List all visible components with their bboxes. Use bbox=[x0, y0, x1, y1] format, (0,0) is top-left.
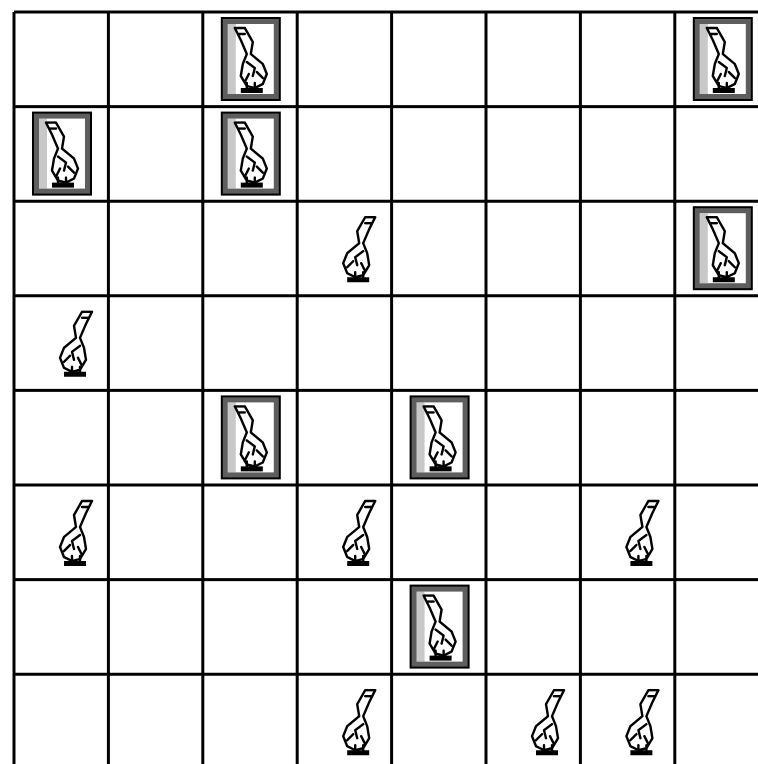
board-cell-r1-c7[interactable] bbox=[580, 12, 674, 107]
board-cell-r7-c7[interactable] bbox=[580, 580, 674, 675]
board-cell-r7-c6[interactable] bbox=[486, 580, 580, 675]
board-cell-r2-c3[interactable] bbox=[203, 107, 297, 202]
board-cell-r8-c3[interactable] bbox=[203, 674, 297, 764]
board-cell-r4-c6[interactable] bbox=[486, 296, 580, 391]
board-cell-r7-c8[interactable] bbox=[675, 580, 758, 675]
board-cell-r2-c2[interactable] bbox=[108, 107, 202, 202]
board-cell-r2-c4[interactable] bbox=[297, 107, 391, 202]
board-cell-r1-c1[interactable] bbox=[14, 12, 108, 107]
board-cell-r5-c2[interactable] bbox=[108, 390, 202, 485]
board-cell-r1-c6[interactable] bbox=[486, 12, 580, 107]
board-cell-r5-c6[interactable] bbox=[486, 390, 580, 485]
board-cell-r8-c6[interactable] bbox=[486, 674, 580, 764]
board-cell-r5-c8[interactable] bbox=[675, 390, 758, 485]
board-cell-r5-c4[interactable] bbox=[297, 390, 391, 485]
board-cell-r4-c4[interactable] bbox=[297, 296, 391, 391]
board-cell-r6-c8[interactable] bbox=[675, 485, 758, 580]
goose-tile-icon bbox=[411, 586, 469, 668]
board-cell-r3-c1[interactable] bbox=[14, 201, 108, 296]
board-cell-r8-c2[interactable] bbox=[108, 674, 202, 764]
board-cell-r7-c5[interactable] bbox=[392, 580, 486, 675]
goose-tile-icon bbox=[694, 207, 752, 289]
board-cell-r1-c5[interactable] bbox=[392, 12, 486, 107]
goose-tile-icon bbox=[411, 396, 469, 478]
board-cell-r4-c3[interactable] bbox=[203, 296, 297, 391]
board-cell-r8-c1[interactable] bbox=[14, 674, 108, 764]
board-cell-r5-c5[interactable] bbox=[392, 390, 486, 485]
board-cell-r6-c6[interactable] bbox=[486, 485, 580, 580]
board-cell-r7-c1[interactable] bbox=[14, 580, 108, 675]
board-cell-r2-c7[interactable] bbox=[580, 107, 674, 202]
board-cell-r4-c7[interactable] bbox=[580, 296, 674, 391]
board-cell-r3-c2[interactable] bbox=[108, 201, 202, 296]
board-cell-r8-c4[interactable] bbox=[297, 674, 391, 764]
board-cell-r3-c5[interactable] bbox=[392, 201, 486, 296]
board-cell-r3-c7[interactable] bbox=[580, 201, 674, 296]
board-cell-r8-c8[interactable] bbox=[675, 674, 758, 764]
board-cell-r6-c4[interactable] bbox=[297, 485, 391, 580]
board-cell-r3-c3[interactable] bbox=[203, 201, 297, 296]
board-cell-r2-c1[interactable] bbox=[14, 107, 108, 202]
board-cell-r2-c5[interactable] bbox=[392, 107, 486, 202]
board-cell-r6-c7[interactable] bbox=[580, 485, 674, 580]
board-cell-r2-c8[interactable] bbox=[675, 107, 758, 202]
board-cell-r1-c4[interactable] bbox=[297, 12, 391, 107]
board-cell-r7-c3[interactable] bbox=[203, 580, 297, 675]
board-cell-r5-c7[interactable] bbox=[580, 390, 674, 485]
board-cell-r6-c3[interactable] bbox=[203, 485, 297, 580]
board-cell-r1-c3[interactable] bbox=[203, 12, 297, 107]
goose-tile-icon bbox=[33, 113, 91, 195]
board-cell-r8-c7[interactable] bbox=[580, 674, 674, 764]
board-cell-r4-c5[interactable] bbox=[392, 296, 486, 391]
board-cell-r3-c6[interactable] bbox=[486, 201, 580, 296]
board-cell-r5-c3[interactable] bbox=[203, 390, 297, 485]
board-cell-r6-c5[interactable] bbox=[392, 485, 486, 580]
board-cell-r7-c4[interactable] bbox=[297, 580, 391, 675]
board-cell-r4-c1[interactable] bbox=[14, 296, 108, 391]
board-cell-r5-c1[interactable] bbox=[14, 390, 108, 485]
board-cell-r6-c1[interactable] bbox=[14, 485, 108, 580]
board-cell-r4-c8[interactable] bbox=[675, 296, 758, 391]
goose-tile-icon bbox=[222, 18, 280, 100]
goose-tile-icon bbox=[694, 18, 752, 100]
goose-tile-icon bbox=[222, 113, 280, 195]
board-cell-r3-c8[interactable] bbox=[675, 201, 758, 296]
board-cell-r7-c2[interactable] bbox=[108, 580, 202, 675]
goose-tile-icon bbox=[222, 396, 280, 478]
board-cell-r8-c5[interactable] bbox=[392, 674, 486, 764]
board-cell-r3-c4[interactable] bbox=[297, 201, 391, 296]
board-cell-r1-c2[interactable] bbox=[108, 12, 202, 107]
board-cell-r6-c2[interactable] bbox=[108, 485, 202, 580]
board-cell-r2-c6[interactable] bbox=[486, 107, 580, 202]
board-cell-r1-c8[interactable] bbox=[675, 12, 758, 107]
board-cell-r4-c2[interactable] bbox=[108, 296, 202, 391]
